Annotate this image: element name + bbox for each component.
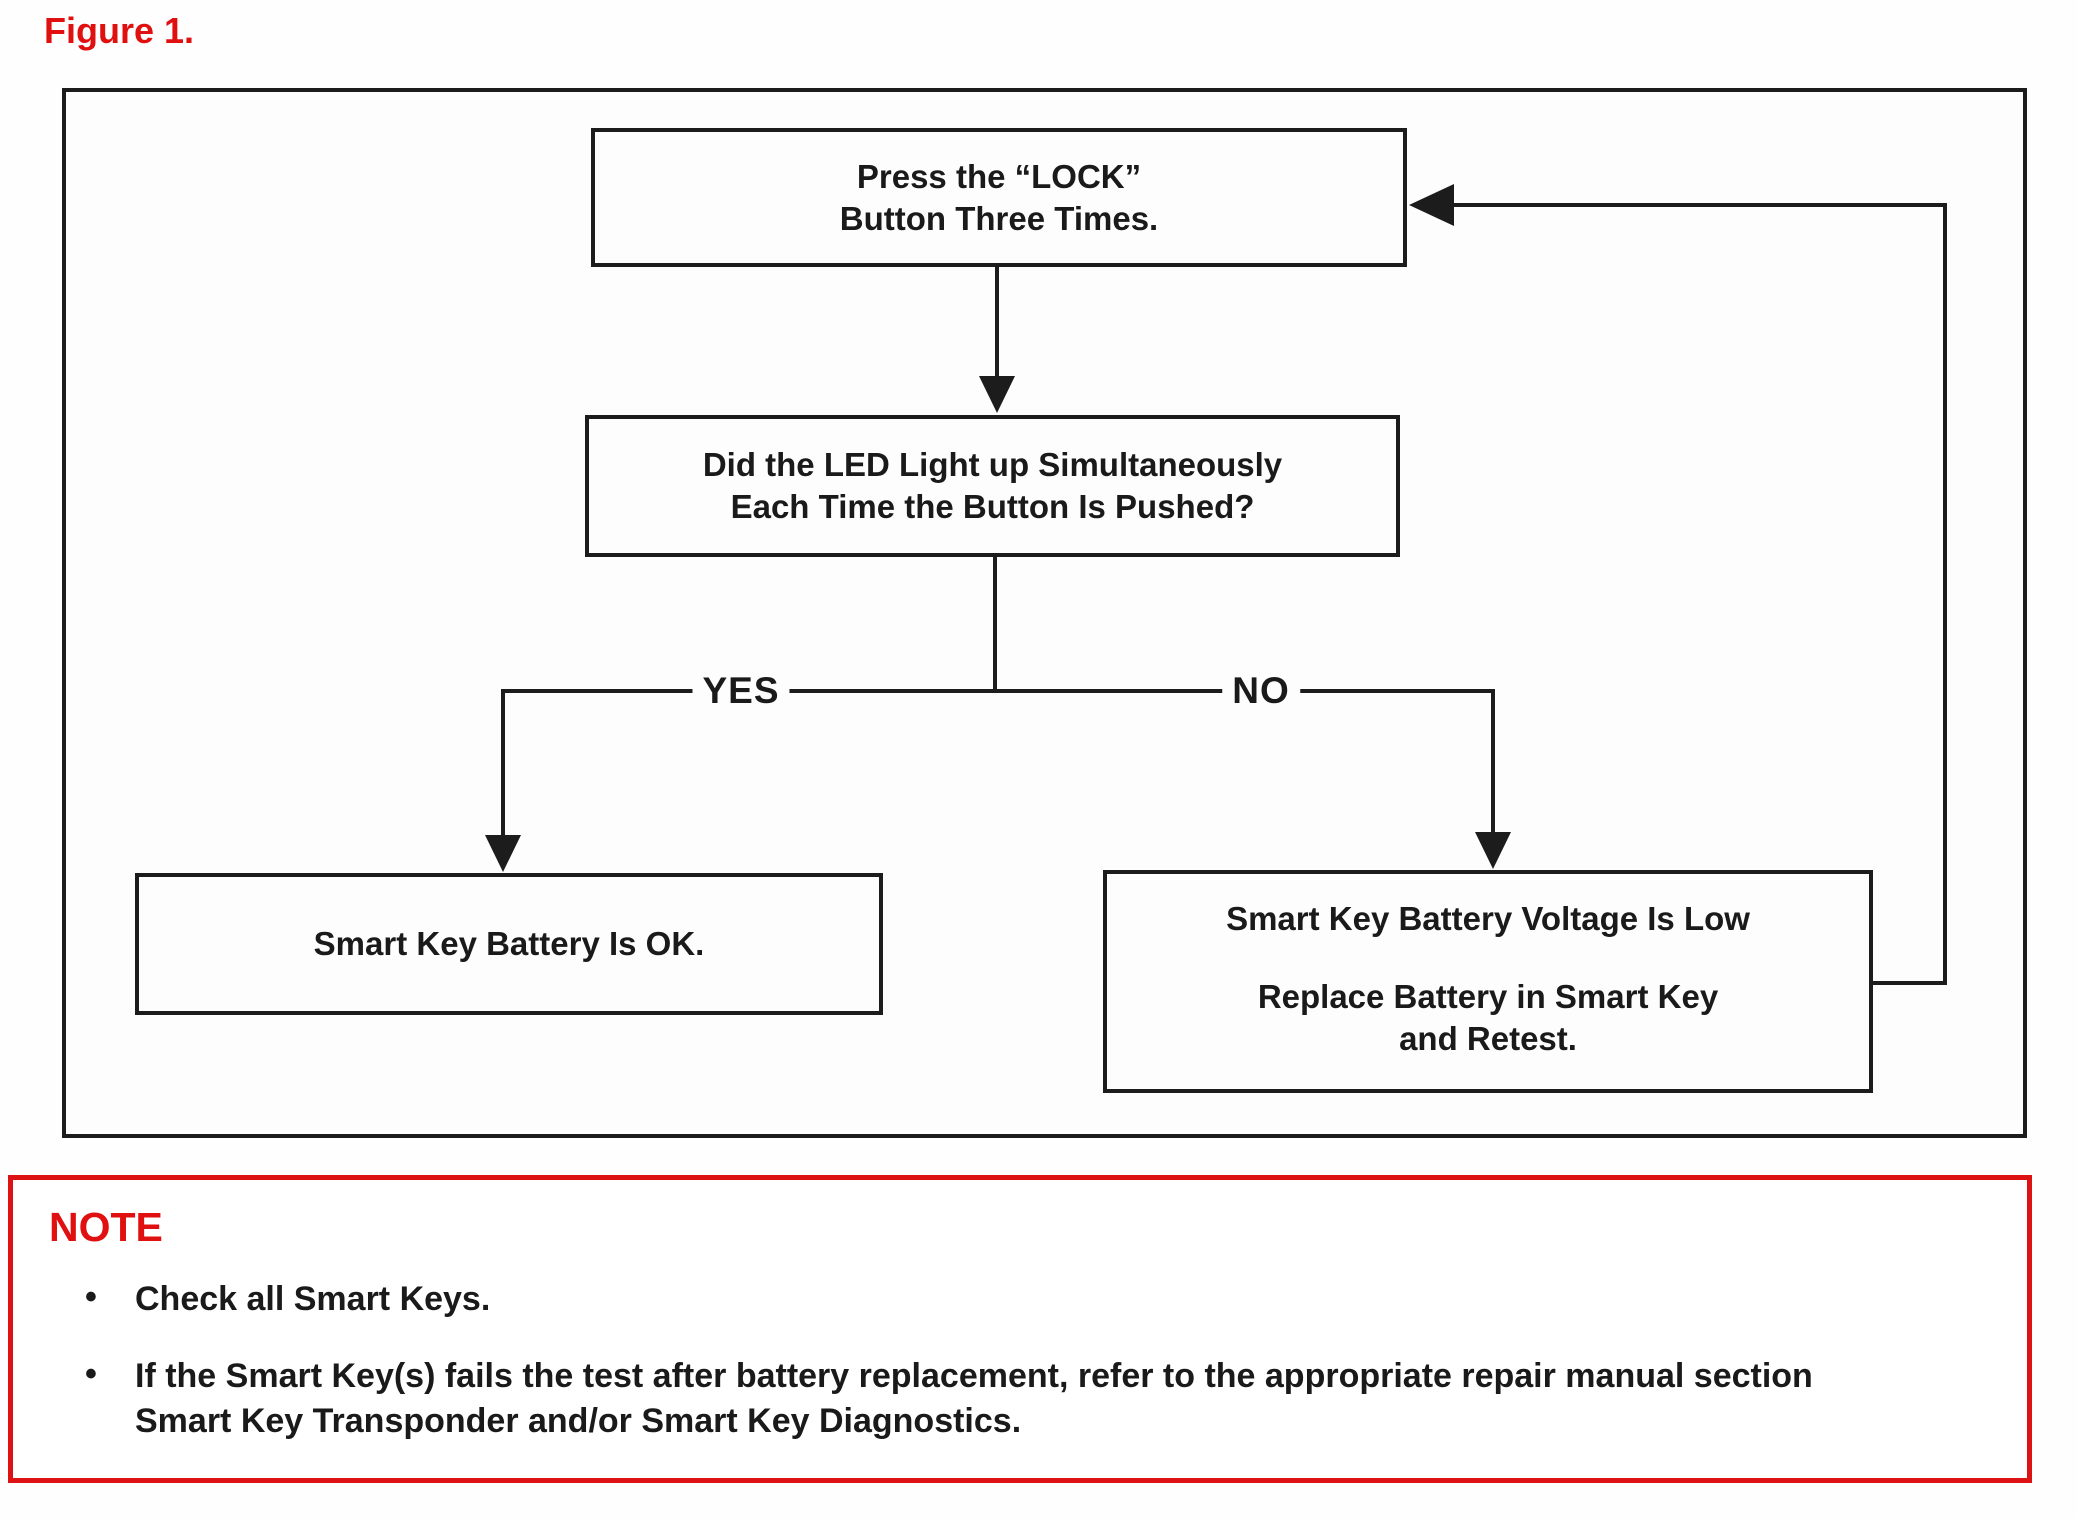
flowchart-node-press-lock: Press the “LOCK” Button Three Times. [591, 128, 1407, 267]
battery-low-line3: and Retest. [1399, 1020, 1577, 1057]
arrowhead-into-no-box-icon [1475, 832, 1511, 869]
note-bullet-text: Check all Smart Keys. [135, 1280, 491, 1318]
connector-feedback-top [1452, 203, 1947, 207]
connector-yes-drop [501, 689, 505, 837]
connector-step1-to-decision [995, 267, 999, 379]
connector-decision-stub [993, 557, 997, 691]
note-title: NOTE [49, 1204, 163, 1250]
press-lock-line1: Press the “LOCK” [856, 157, 1142, 195]
figure-label: Figure 1. [44, 10, 195, 51]
flowchart-node-battery-low: Smart Key Battery Voltage Is Low Replace… [1103, 870, 1873, 1093]
flowchart-node-led-decision: Did the LED Light up Simultaneously Each… [585, 415, 1400, 557]
branch-label-yes: YES [692, 670, 790, 712]
arrowhead-into-step1-icon [1409, 184, 1454, 226]
connector-branch-horizontal [501, 689, 1495, 693]
flowchart-node-battery-ok: Smart Key Battery Is OK. [135, 873, 883, 1015]
note-bullet-text: If the Smart Key(s) fails the test after… [135, 1357, 1813, 1440]
note-bullet-item: • If the Smart Key(s) fails the test aft… [85, 1354, 1875, 1444]
note-bullet-list: • Check all Smart Keys. • If the Smart K… [85, 1277, 2027, 1444]
led-decision-line2: Each Time the Button Is Pushed? [730, 488, 1255, 525]
note-panel: NOTE • Check all Smart Keys. • If the Sm… [8, 1175, 2032, 1483]
branch-label-no: NO [1222, 670, 1300, 712]
press-lock-line2: Button Three Times. [839, 199, 1159, 237]
bullet-dot-icon: • [85, 1278, 97, 1316]
connector-feedback-out [1871, 981, 1947, 985]
connector-no-drop [1491, 689, 1495, 834]
battery-low-line2: Replace Battery in Smart Key [1257, 978, 1719, 1015]
arrowhead-into-decision-icon [979, 376, 1015, 413]
bullet-dot-icon: • [85, 1355, 97, 1393]
battery-low-line1: Smart Key Battery Voltage Is Low [1226, 900, 1750, 937]
note-bullet-item: • Check all Smart Keys. [85, 1277, 1875, 1322]
led-decision-line1: Did the LED Light up Simultaneously [702, 446, 1283, 483]
battery-ok-text: Smart Key Battery Is OK. [313, 925, 705, 962]
connector-feedback-up [1943, 203, 1947, 985]
arrowhead-into-yes-box-icon [485, 835, 521, 872]
